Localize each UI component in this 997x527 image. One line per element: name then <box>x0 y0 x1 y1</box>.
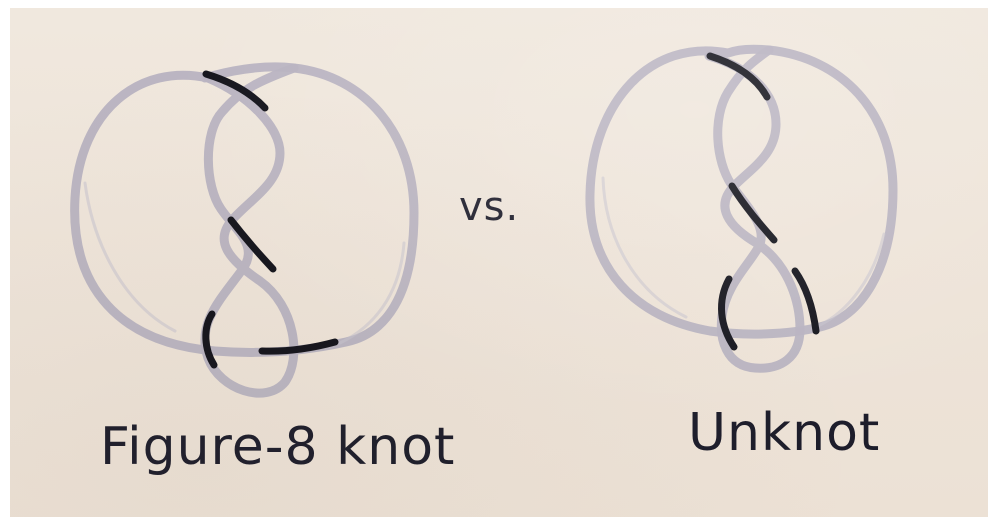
figure-8-knot-caption: Figure-8 knot <box>100 417 455 477</box>
versus-label: vs. <box>459 184 519 230</box>
unknot-drawing <box>590 49 893 368</box>
unknot-caption: Unknot <box>688 403 880 463</box>
knot-comparison-illustration: vs. Figure-8 knot Unknot <box>10 8 988 517</box>
figure-8-knot-drawing <box>75 67 414 393</box>
figure-8-inner-loop <box>205 68 294 393</box>
paper-sheet: vs. Figure-8 knot Unknot <box>10 8 988 517</box>
